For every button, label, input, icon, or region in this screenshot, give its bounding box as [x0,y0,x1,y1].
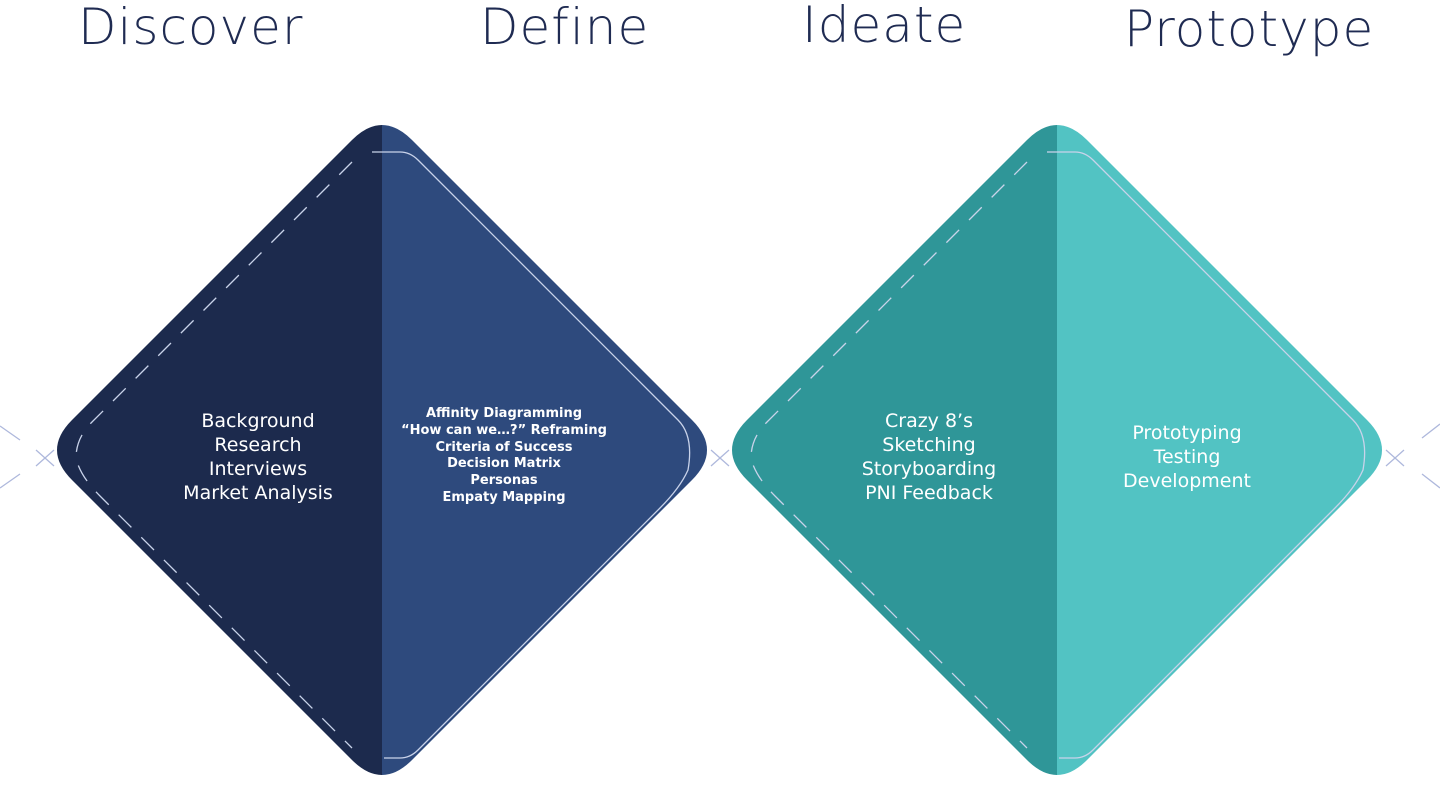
cross-mark-center [710,449,730,467]
phase-title-discover: Discover [78,0,304,56]
phase-title-ideate: Ideate [802,0,967,54]
ideate-item: Crazy 8’s [884,410,973,432]
ideate-item: Sketching [882,434,976,456]
discover-item: Background [201,410,315,432]
cross-mark-left [35,449,55,467]
discover-items: Background Research Interviews Market An… [158,409,358,505]
connector-right-edge [1421,423,1440,489]
cross-mark-right [1385,449,1405,467]
prototype-item: Testing [1153,446,1221,468]
ideate-item: PNI Feedback [865,482,993,504]
phase-title-prototype: Prototype [1124,0,1375,58]
define-item: Affinity Diagramming [425,406,583,421]
ideate-item: Storyboarding [861,458,997,480]
diamond-discover-define [57,125,707,775]
phase-title-define: Define [480,0,650,56]
define-item: Personas [470,473,538,489]
discover-item: Interviews [208,458,308,480]
define-item: Empaty Mapping [442,489,566,505]
connector-left-edge [0,425,21,489]
ideate-items: Crazy 8’s Sketching Storyboarding PNI Fe… [829,409,1029,505]
define-items: Affinity Diagramming “How can we…?” Refr… [394,406,614,507]
prototype-item: Development [1123,470,1251,492]
prototype-item: Prototyping [1132,422,1242,444]
diamond-ideate-prototype [732,125,1382,775]
define-item: “How can we…?” Reframing [401,422,607,438]
connector-marks [0,423,1440,489]
discover-item: Market Analysis [183,482,333,504]
prototype-items: Prototyping Testing Development [1097,421,1277,493]
outline-prototype [1047,151,1366,759]
define-item: Criteria of Success [435,439,573,455]
outline-define [372,151,691,759]
define-item: Decision Matrix [447,456,561,472]
discover-item: Research [214,434,302,456]
